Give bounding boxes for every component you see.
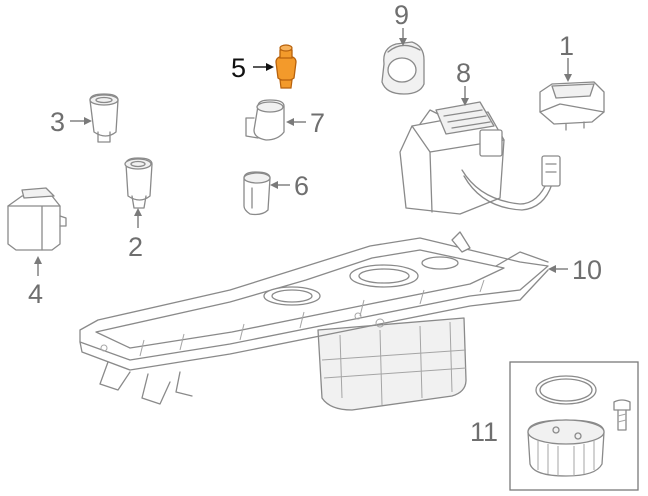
callout-5: 5: [231, 53, 246, 83]
callout-4: 4: [28, 279, 43, 309]
callout-11: 11: [470, 417, 498, 447]
part-4-switch[interactable]: [7, 187, 67, 251]
leader-line-9: [399, 28, 407, 46]
leader-line-4: [34, 256, 42, 276]
callout-6: 6: [294, 171, 309, 201]
part-9-shift-knob[interactable]: [381, 41, 425, 95]
part-7-bulb-socket[interactable]: [245, 99, 285, 141]
part-2-power-socket[interactable]: [124, 157, 153, 209]
callout-1: 1: [559, 31, 574, 61]
callout-7: 7: [310, 108, 325, 138]
callout-10: 10: [572, 255, 602, 285]
part-5-bulb[interactable]: [275, 44, 297, 89]
part-10-console-tray[interactable]: [79, 231, 549, 411]
part-11-kit[interactable]: [527, 375, 631, 477]
part-6-sleeve[interactable]: [243, 171, 271, 216]
part-8-shifter-assembly[interactable]: [399, 101, 561, 215]
callout-8: 8: [456, 58, 471, 88]
part-3-socket[interactable]: [89, 93, 119, 143]
leader-line-6: [270, 181, 290, 189]
callout-9: 9: [394, 0, 409, 30]
leader-line-8: [461, 86, 469, 106]
leader-line-7: [286, 118, 306, 126]
leader-line-3: [70, 117, 92, 125]
leader-line-5: [253, 63, 274, 71]
leader-line-1: [564, 58, 572, 82]
part-1-shifter-bezel[interactable]: [539, 81, 605, 131]
leader-line-2: [134, 208, 142, 228]
callout-2: 2: [128, 232, 143, 262]
leader-line-10: [548, 265, 568, 273]
callout-3: 3: [50, 107, 65, 137]
